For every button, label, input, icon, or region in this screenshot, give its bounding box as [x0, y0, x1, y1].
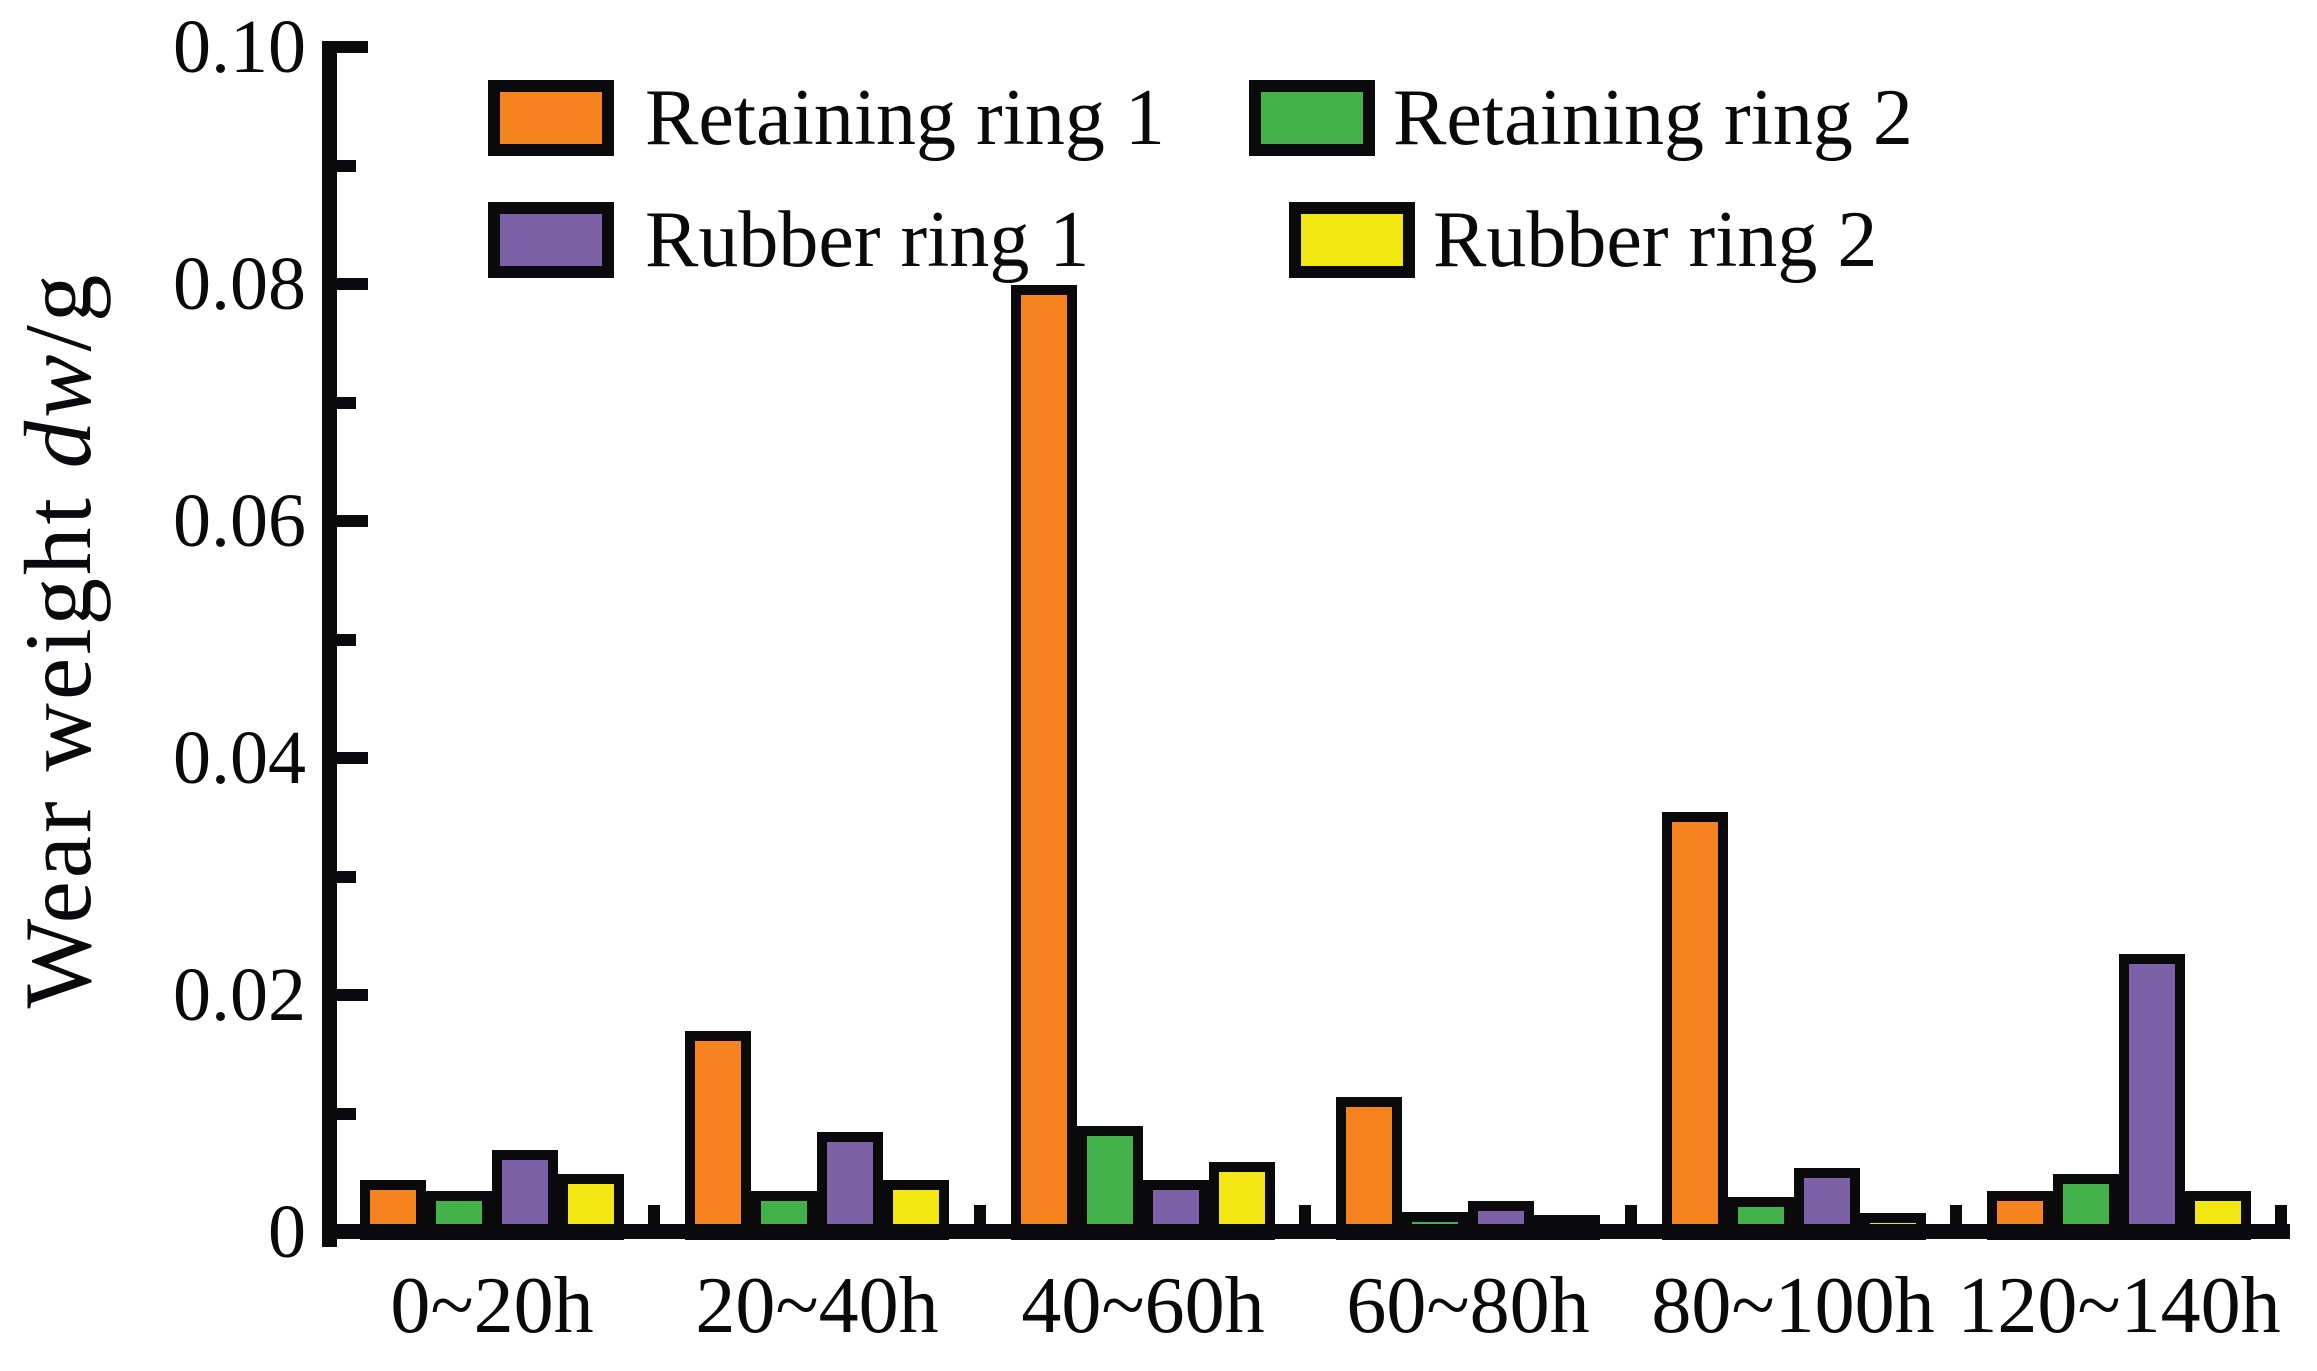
bar-retaining-ring-2-40~60h [1077, 1126, 1143, 1240]
y-major-tick [335, 41, 368, 53]
bar-rubber-ring-1-120~140h [2119, 954, 2185, 1240]
x-tick-label: 60~80h [1346, 1262, 1590, 1350]
y-tick-label: 0.08 [173, 242, 306, 326]
x-tick-label: 20~40h [695, 1262, 939, 1350]
bar-retaining-ring-1-40~60h [1011, 285, 1077, 1240]
y-tick-label: 0.02 [173, 953, 306, 1037]
x-axis-line [321, 1224, 2290, 1239]
legend-swatch-retaining-ring-2 [1249, 80, 1375, 156]
y-tick-label: 0 [268, 1190, 306, 1274]
x-tick-label: 80~100h [1651, 1262, 1935, 1350]
x-boundary-tick [1299, 1205, 1311, 1224]
legend-label-rubber-ring-2: Rubber ring 2 [1433, 196, 1878, 284]
y-major-tick [335, 989, 368, 1001]
x-boundary-tick [1625, 1205, 1637, 1224]
y-major-tick [335, 515, 368, 527]
y-axis-title-symbol: dw [5, 351, 111, 469]
y-axis-line [321, 41, 337, 1247]
y-minor-tick [335, 870, 356, 883]
y-axis-title: Wear weight dw/g [3, 272, 113, 1009]
x-tick-label: 0~20h [390, 1262, 594, 1350]
y-tick-label: 0.10 [173, 5, 306, 89]
x-boundary-tick [974, 1205, 986, 1224]
x-tick-label: 40~60h [1021, 1262, 1265, 1350]
legend-swatch-retaining-ring-1 [488, 80, 614, 156]
y-major-tick [335, 752, 368, 764]
x-boundary-tick [1950, 1205, 1962, 1224]
y-major-tick [335, 278, 368, 290]
legend-label-retaining-ring-2: Retaining ring 2 [1393, 74, 1913, 162]
bar-rubber-ring-1-20~40h [817, 1132, 883, 1240]
legend-swatch-rubber-ring-2 [1289, 202, 1415, 278]
y-minor-tick [335, 159, 356, 172]
bar-retaining-ring-1-80~100h [1662, 812, 1728, 1240]
y-minor-tick [335, 396, 356, 409]
x-tick-label: 120~140h [1957, 1262, 2281, 1350]
y-tick-label: 0.04 [173, 716, 306, 800]
legend-swatch-rubber-ring-1 [488, 202, 614, 278]
bar-retaining-ring-1-20~40h [685, 1031, 751, 1240]
x-boundary-tick [648, 1205, 660, 1224]
y-minor-tick [335, 633, 356, 646]
y-minor-tick [335, 1107, 356, 1120]
x-boundary-tick [2275, 1205, 2287, 1224]
y-tick-label: 0.06 [173, 479, 306, 563]
legend-label-rubber-ring-1: Rubber ring 1 [645, 196, 1090, 284]
legend-label-retaining-ring-1: Retaining ring 1 [645, 74, 1165, 162]
bar-retaining-ring-1-60~80h [1336, 1097, 1402, 1240]
